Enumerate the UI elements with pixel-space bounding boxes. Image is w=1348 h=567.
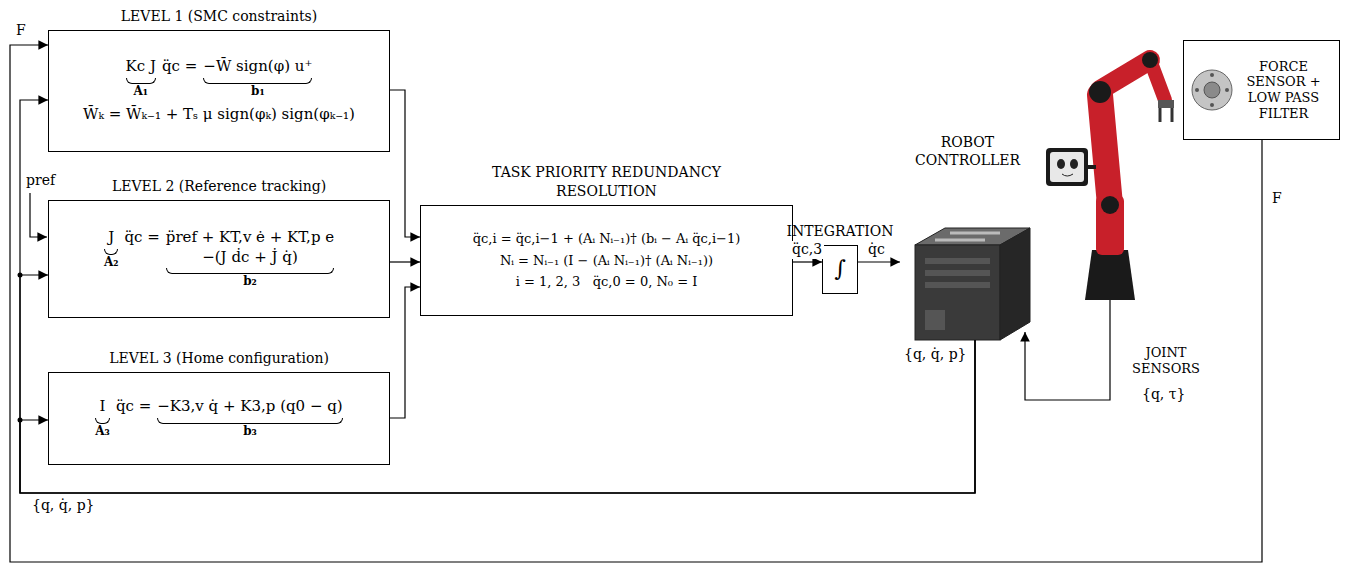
equation-text: p̈ref + KT,v ė + KT,p e [166,228,334,248]
equation-row: FORCE SENSOR + LOW PASS FILTER [1236,59,1331,121]
level-box: LEVEL 3 (Home configuration)IA₃q̈c =−K3,… [48,372,390,465]
integrator-box: INTEGRATION∫ [822,245,858,294]
reference-input-line [30,193,47,237]
equation-term: Nᵢ = Nᵢ₋₁ (I − (Aᵢ Nᵢ₋₁)† (Aᵢ Nᵢ₋₁)) [500,253,713,269]
signal-arrow [10,45,1262,562]
force-sensor-image [1192,70,1232,110]
level-box: LEVEL 2 (Reference tracking)JA₂q̈c =p̈re… [48,200,390,318]
signal-arrow [858,261,900,262]
signal-label: q̈c,3 [790,241,824,259]
brace-label: b₂ [243,274,257,290]
box-heading: LEVEL 1 (SMC constraints) [121,7,317,26]
equation-text: i = 1, 2, 3 q̈c,0 = 0, N₀ = I [516,274,698,290]
signal-label: {q, q̇, p} [30,497,97,515]
equation-text: ∫ [834,255,845,284]
equation-term: q̈c,i = q̈c,i−1 + (Aᵢ Nᵢ₋₁)† (bᵢ − Aᵢ q̈… [473,231,741,247]
brace-label: b₃ [243,424,257,440]
equation-term: p̈ref + KT,v ė + KT,p e−(J ḋc + J̇ q̇) b₂ [166,228,334,290]
equation-term: −K3,v q̇ + K3,p (q0 − q) b₃ [157,397,342,439]
equation-term: J A₂ [104,228,119,270]
equation-text: Kc J [126,57,156,77]
equation-term: ∫ [834,255,845,284]
equation-term: I A₃ [95,397,110,439]
underbrace [126,78,156,84]
equation-row: I A₃ q̈c = −K3,v q̇ + K3,p (q0 − q) b₃ [57,397,381,439]
equation-text: FORCE SENSOR + LOW PASS FILTER [1236,59,1331,121]
signal-arrow [20,340,975,493]
equation-term: ROBOT CONTROLLER [900,133,1035,169]
equation-term: q̈c = [124,228,159,248]
robot-arm [1046,52,1174,300]
signal-arrow [390,287,420,418]
equation-term: FORCE SENSOR + LOW PASS FILTER [1236,59,1331,121]
equation-text: W̄ₖ = W̄ₖ₋₁ + Tₛ μ sign(φₖ) sign(φₖ₋₁) [83,105,355,125]
equation-row: q̈c,i = q̈c,i−1 + (Aᵢ Nᵢ₋₁)† (bᵢ − Aᵢ q̈… [429,231,784,247]
equation-text: q̈c,i = q̈c,i−1 + (Aᵢ Nᵢ₋₁)† (bᵢ − Aᵢ q̈… [473,231,741,247]
equation-row: ROBOT CONTROLLER [900,133,1035,169]
force-sensor-box: FORCE SENSOR + LOW PASS FILTER [1183,40,1340,140]
box-heading: TASK PRIORITY REDUNDANCY RESOLUTION [477,163,737,201]
equation-row: J A₂ q̈c = p̈ref + KT,v ė + KT,p e−(J ḋc + … [57,228,381,290]
device-label: ROBOT CONTROLLER [900,133,1035,169]
equation-text: −(J ḋc + J̇ q̇) [202,248,298,268]
signal-label: q̇c [866,241,887,259]
equation-term: q̈c = [162,57,197,77]
equation-text: q̈c = [124,228,159,248]
level-box: LEVEL 1 (SMC constraints)Kc JA₁q̈c =−W̄ … [48,30,390,152]
equation-text: Nᵢ = Nᵢ₋₁ (I − (Aᵢ Nᵢ₋₁)† (Aᵢ Nᵢ₋₁)) [500,253,713,269]
equation-term: Kc J A₁ [126,57,156,99]
equation-row: Kc J A₁ q̈c = −W̄ sign(φ) u⁺ b₁ [57,57,381,99]
equation-term: −W̄ sign(φ) u⁺ b₁ [203,57,312,99]
signal-arrow [390,261,420,262]
signal-arrow [20,100,975,493]
signal-arrow [793,261,822,262]
underbrace [104,249,119,255]
signal-label: {q, τ} [1140,386,1187,404]
equation-text: −K3,v q̇ + K3,p (q0 − q) [157,397,342,417]
signal-label: F [1270,190,1284,208]
equation-text: J [108,228,114,248]
brace-label: A₁ [134,84,149,100]
equation-text: q̈c = [116,397,151,417]
box-heading: LEVEL 3 (Home configuration) [109,349,329,368]
underbrace [157,418,342,424]
box-heading: LEVEL 2 (Reference tracking) [112,177,326,196]
signal-label: F [14,22,28,40]
underbrace [166,268,334,274]
brace-label: A₃ [95,424,110,440]
equation-text: −W̄ sign(φ) u⁺ [203,57,312,77]
equation-text: q̈c = [162,57,197,77]
underbrace [95,418,110,424]
equation-text: I [100,397,106,417]
box-heading: INTEGRATION [786,222,893,241]
signal-label: pref [24,172,57,190]
controller-cabinet [915,228,1030,340]
signal-arrow [390,90,420,237]
robot-controller: ROBOT CONTROLLER [900,130,1035,340]
brace-label: A₂ [104,255,119,271]
equation-term: i = 1, 2, 3 q̈c,0 = 0, N₀ = I [516,274,698,290]
equation-row: Nᵢ = Nᵢ₋₁ (I − (Aᵢ Nᵢ₋₁)† (Aᵢ Nᵢ₋₁)) [429,253,784,269]
equation-row: ∫ [831,255,849,284]
equation-term: q̈c = [116,397,151,417]
equation-row: W̄ₖ = W̄ₖ₋₁ + Tₛ μ sign(φₖ) sign(φₖ₋₁) [57,105,381,125]
equation-row: i = 1, 2, 3 q̈c,0 = 0, N₀ = I [429,274,784,290]
signal-label: {q, q̇, p} [902,346,969,364]
sensor-label: JOINT SENSORS [1122,345,1210,378]
redundancy-box: TASK PRIORITY REDUNDANCY RESOLUTIONq̈c,i… [420,205,793,316]
brace-label: b₁ [251,84,265,100]
underbrace [203,78,312,84]
equation-term: W̄ₖ = W̄ₖ₋₁ + Tₛ μ sign(φₖ) sign(φₖ₋₁) [83,105,355,125]
joint-sensor-line [1025,300,1110,400]
